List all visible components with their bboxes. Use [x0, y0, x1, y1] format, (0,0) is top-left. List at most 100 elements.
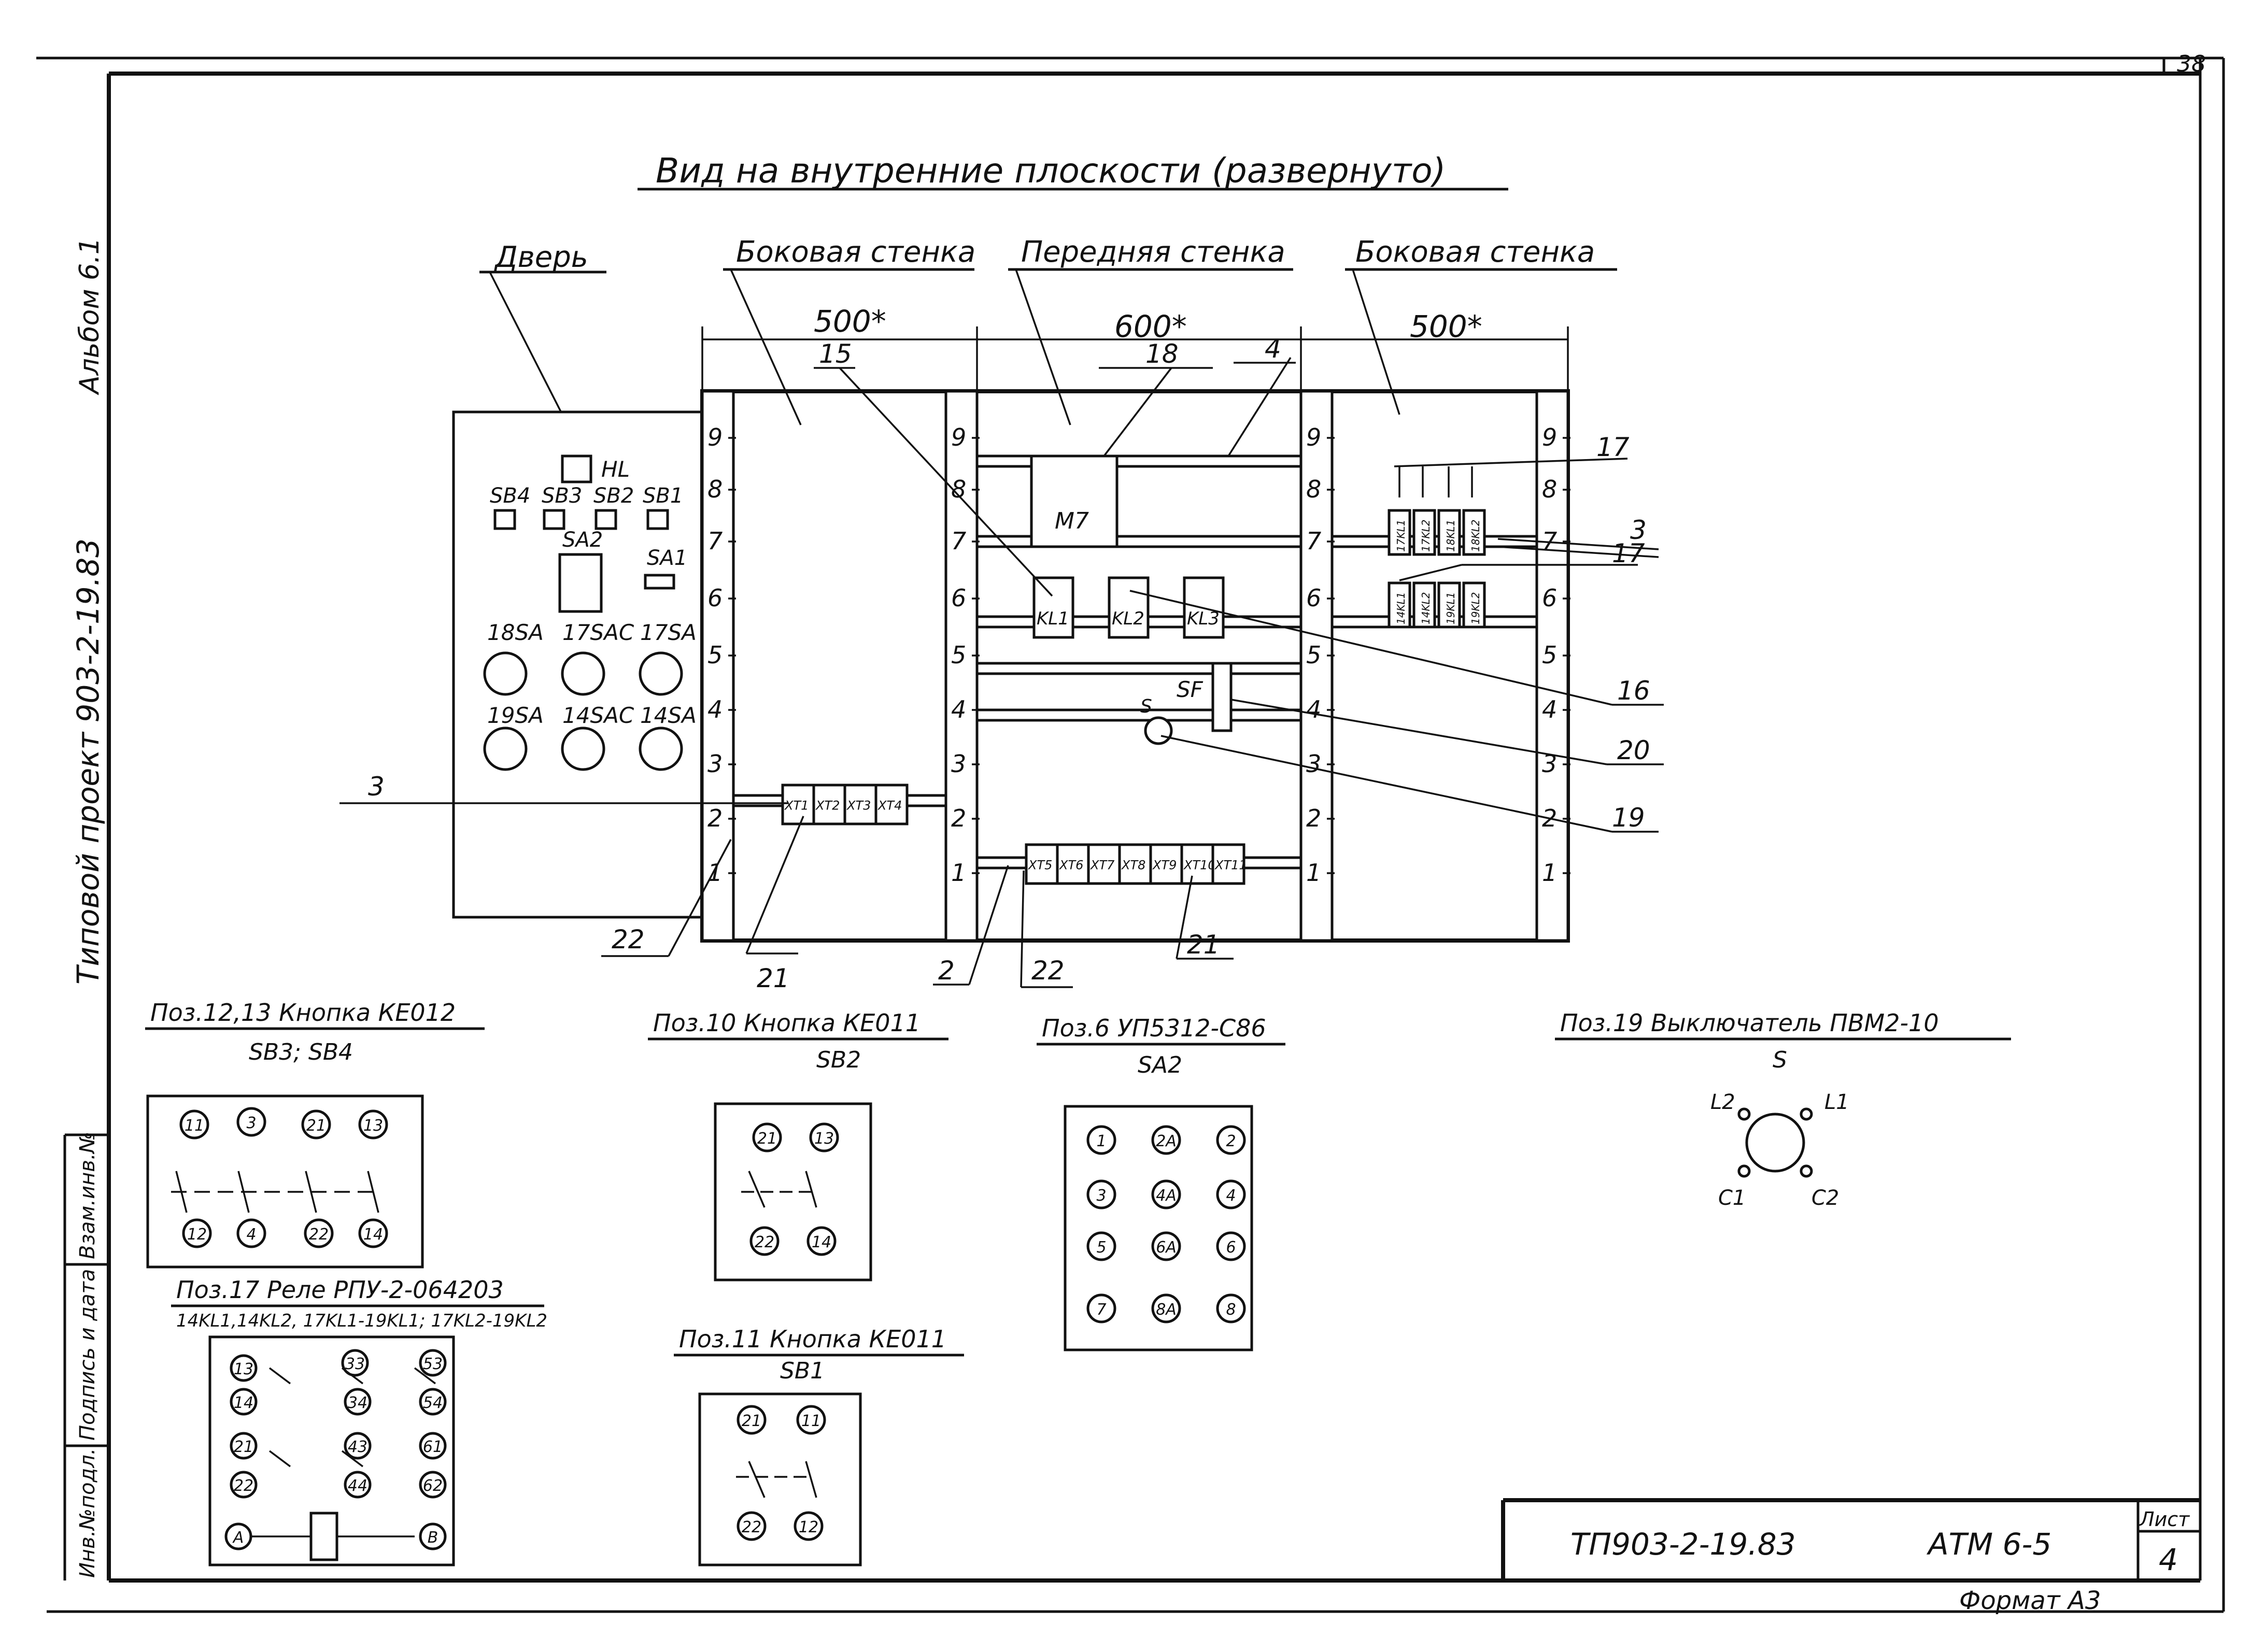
rail-number: 7 — [951, 527, 966, 555]
callout-19: 19 — [1612, 803, 1645, 833]
pin-circle — [1216, 1293, 1246, 1323]
sw-14sac-label: 14SAC — [562, 703, 634, 728]
pin-circle — [1151, 1293, 1181, 1323]
relay-block — [1462, 581, 1486, 629]
detail-kei011-sb1-sub: SB1 — [780, 1358, 825, 1384]
pin-label: 7 — [1096, 1301, 1106, 1319]
pin-label: 14 — [812, 1233, 831, 1251]
rail-number: 9 — [707, 423, 723, 451]
pin-label: 44 — [348, 1477, 367, 1495]
pin-circle — [230, 1388, 258, 1416]
sb4-label: SB4 — [490, 484, 530, 508]
sb3-label: SB3 — [542, 484, 582, 508]
sw-17sa-label: 17SA — [640, 620, 697, 645]
label-side-right: Боковая стенка — [1355, 235, 1595, 269]
pin-circle — [794, 1511, 824, 1541]
relay-block — [1412, 509, 1436, 556]
label-door: Дверь — [493, 240, 588, 274]
pin-circle — [737, 1405, 767, 1435]
pin-circle — [341, 1349, 369, 1377]
sb2-label: SB2 — [593, 484, 634, 508]
sw-14sa — [639, 727, 683, 771]
callout-4: 4 — [1265, 334, 1281, 364]
relay-block — [1437, 509, 1461, 556]
pin-label: 13 — [363, 1117, 383, 1135]
hl-label: HL — [601, 457, 630, 482]
detail-rpu-sub: 14KL1,14KL2, 17KL1-19KL1; 17KL2-19KL2 — [176, 1311, 547, 1331]
stamp-sign: Подпись и дата — [76, 1269, 100, 1441]
rail-number: 1 — [707, 859, 723, 887]
rail-number: 6 — [1542, 584, 1557, 612]
rail-number: 1 — [1306, 859, 1321, 887]
pin-circle — [809, 1122, 839, 1152]
terminal-label: XT7 — [1089, 858, 1115, 873]
pin-label: 21 — [234, 1438, 253, 1456]
pvm-terminal-label: C2 — [1811, 1186, 1839, 1210]
relay-label: 19KL1 — [1445, 592, 1457, 624]
pin-label: 4A — [1156, 1187, 1177, 1205]
leader-lines — [339, 357, 1664, 988]
callout-22a: 22 — [612, 924, 645, 955]
pin-circle — [304, 1218, 334, 1248]
pin-circle — [230, 1354, 258, 1382]
pin-circle — [796, 1405, 826, 1435]
label-side-left: Боковая стенка — [736, 235, 975, 269]
rail-number: 3 — [1306, 750, 1321, 778]
pin-circle — [419, 1432, 447, 1460]
relay-label: 18KL1 — [1445, 520, 1457, 552]
format-label: Формат А3 — [1959, 1586, 2101, 1615]
terminal-block — [781, 784, 815, 825]
pin-label: 12 — [799, 1518, 818, 1536]
terminal-block — [843, 784, 877, 825]
dim-right: 500* — [1410, 309, 1482, 344]
relay-block — [1388, 509, 1411, 556]
pin-circle — [230, 1432, 258, 1460]
rail-number: 6 — [707, 584, 723, 612]
pin-label: 4 — [246, 1226, 256, 1244]
sw-17sa — [639, 651, 683, 696]
detail-pvm-title: Поз.19 Выключатель ПВМ2-10 — [1560, 1009, 1939, 1037]
detail-pvm-sub: S — [1773, 1047, 1787, 1073]
sb2-button — [594, 509, 617, 530]
pvm-terminal — [1800, 1107, 1813, 1121]
rail-number: 5 — [707, 641, 723, 669]
pin-label: 43 — [348, 1438, 367, 1456]
dimension-lines — [701, 326, 1569, 394]
pin-circle — [806, 1226, 837, 1256]
terminal-label: XT3 — [846, 799, 871, 813]
pin-circle — [1086, 1125, 1116, 1155]
pin-label: 2 — [1226, 1132, 1236, 1150]
rail-number: 4 — [951, 695, 966, 723]
hl-lamp — [561, 454, 592, 483]
rail-number: 1 — [951, 859, 966, 887]
contact-symbols — [171, 1113, 1805, 1561]
pin-label: 11 — [801, 1412, 821, 1430]
label-front: Передняя стенка — [1021, 235, 1285, 269]
pin-circle — [230, 1471, 258, 1499]
terminal-label: XT5 — [1027, 858, 1052, 873]
pvm-terminal-label: L2 — [1710, 1090, 1735, 1114]
side-project: Типовой проект 903-2-19.83 — [70, 538, 106, 985]
terminal-label: XT1 — [784, 799, 809, 813]
pin-circle — [236, 1107, 266, 1137]
terminal-block — [1211, 843, 1245, 885]
sa1-label: SA1 — [647, 546, 687, 570]
sb4-button — [493, 509, 516, 530]
pin-label: 11 — [185, 1117, 204, 1135]
pin-label: 12 — [187, 1226, 207, 1244]
callout-22b: 22 — [1031, 956, 1065, 986]
detail-kei012-sub: SB3; SB4 — [249, 1039, 353, 1065]
pin-label: 8A — [1156, 1301, 1177, 1319]
detail-up5312-sub: SA2 — [1138, 1052, 1182, 1078]
sa2-label: SA2 — [562, 528, 603, 552]
pin-label: 1 — [1096, 1132, 1106, 1150]
rail-number: 8 — [1306, 475, 1321, 503]
relay-label: 14KL2 — [1420, 592, 1432, 624]
detail-kei011-sb1-title: Поз.11 Кнопка КЕ011 — [679, 1325, 946, 1353]
callout-21a: 21 — [757, 963, 790, 993]
pin-label: 2A — [1156, 1132, 1177, 1150]
s-switch — [1144, 716, 1173, 745]
rail-number: 5 — [951, 641, 966, 669]
